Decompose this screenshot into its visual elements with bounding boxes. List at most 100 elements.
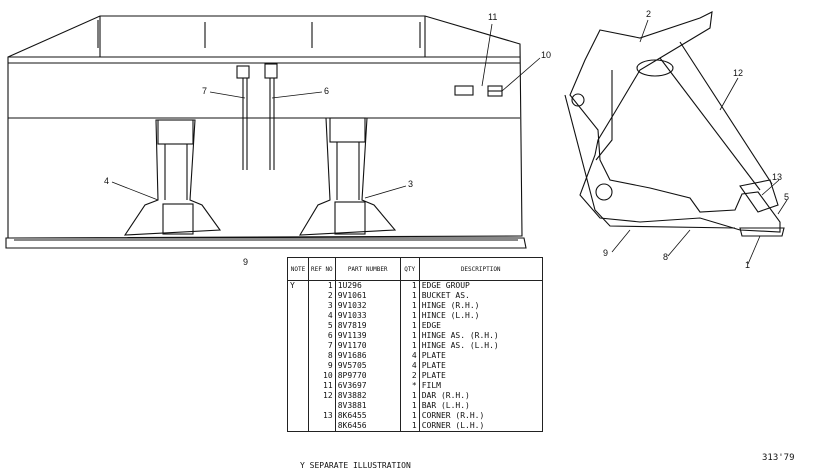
cell-desc: BUCKET AS. <box>418 291 543 301</box>
table-header-row: NOTE REF NO PART NUMBER QTY DESCRIPTION <box>287 257 543 281</box>
cell-ref: 10 <box>308 371 336 381</box>
cell-ref: 2 <box>308 291 336 301</box>
callout-12: 12 <box>733 68 743 78</box>
cell-note <box>287 291 309 301</box>
callout-2: 2 <box>646 9 651 19</box>
cell-desc: CORNER (L.H.) <box>418 421 543 432</box>
cell-part: 6V3697 <box>334 381 401 391</box>
callout-11: 11 <box>488 12 497 22</box>
cell-desc: HINCE (L.H.) <box>418 311 543 321</box>
cell-note <box>287 411 309 421</box>
cell-part: 9V1139 <box>334 331 401 341</box>
cell-qty: 1 <box>399 301 420 311</box>
cell-qty: 1 <box>399 311 420 321</box>
cell-ref: 8 <box>308 351 336 361</box>
cell-ref: 9 <box>308 361 336 371</box>
cell-note <box>287 401 309 411</box>
footnote: Y SEPARATE ILLUSTRATION <box>300 461 411 470</box>
cell-desc: HINGE AS. (R.H.) <box>418 331 543 341</box>
callout-7: 7 <box>202 86 207 96</box>
callout-8: 8 <box>663 252 668 262</box>
cell-part: 9V1170 <box>334 341 401 351</box>
cell-desc: BAR (L.H.) <box>418 401 543 411</box>
cell-note: Y <box>287 280 309 291</box>
cell-ref: 1 <box>308 280 336 291</box>
callout-4: 4 <box>104 176 109 186</box>
cell-part: 8V3882 <box>334 391 401 401</box>
cell-qty: 2 <box>399 371 420 381</box>
cell-note <box>287 391 309 401</box>
callout-1: 1 <box>745 260 750 270</box>
cell-qty: 1 <box>399 280 420 291</box>
cell-desc: EDGE <box>418 321 543 331</box>
cell-ref: 13 <box>308 411 336 421</box>
cell-desc: PLATE <box>418 371 543 381</box>
cell-part: 8K6456 <box>334 421 401 432</box>
cell-qty: 1 <box>399 331 420 341</box>
header-part-number: PART NUMBER <box>334 257 401 281</box>
cell-part: 9V1032 <box>334 301 401 311</box>
cell-qty: 1 <box>399 341 420 351</box>
callout-6: 6 <box>324 86 329 96</box>
drawing-number: 313'79 <box>762 453 795 463</box>
cell-qty: 1 <box>399 321 420 331</box>
cell-qty: 1 <box>399 421 420 432</box>
cell-ref: 7 <box>308 341 336 351</box>
cell-desc: EDGE GROUP <box>418 280 543 291</box>
cell-qty: 1 <box>399 401 420 411</box>
header-note: NOTE <box>287 257 309 281</box>
cell-note <box>287 341 309 351</box>
cell-part: 9V1686 <box>334 351 401 361</box>
cell-desc: PLATE <box>418 351 543 361</box>
cell-qty: 4 <box>399 351 420 361</box>
cell-ref: 3 <box>308 301 336 311</box>
cell-part: 8K6455 <box>334 411 401 421</box>
cell-qty: * <box>399 381 420 391</box>
header-description: DESCRIPTION <box>418 257 543 281</box>
cell-part: 8V3881 <box>334 401 401 411</box>
cell-note <box>287 311 309 321</box>
cell-ref: 6 <box>308 331 336 341</box>
cell-desc: FILM <box>418 381 543 391</box>
bucket-front-view <box>5 15 527 249</box>
header-qty: QTY <box>399 257 420 281</box>
cell-part: 9V5705 <box>334 361 401 371</box>
cell-ref: 5 <box>308 321 336 331</box>
cell-qty: 4 <box>399 361 420 371</box>
cell-ref: 11 <box>308 381 336 391</box>
cell-part: 9V1033 <box>334 311 401 321</box>
cell-part: 8V7819 <box>334 321 401 331</box>
cell-qty: 1 <box>399 391 420 401</box>
cell-note <box>287 361 309 371</box>
cell-note <box>287 371 309 381</box>
cell-note <box>287 331 309 341</box>
cell-note <box>287 301 309 311</box>
cell-part: 1U296 <box>334 280 401 291</box>
parts-list-table: NOTE REF NO PART NUMBER QTY DESCRIPTION … <box>287 257 543 432</box>
cell-ref: 4 <box>308 311 336 321</box>
cell-desc: HINGE (R.H.) <box>418 301 543 311</box>
bucket-side-view <box>564 11 785 237</box>
callout-leaders <box>111 19 788 265</box>
cell-note <box>287 381 309 391</box>
cell-ref <box>308 421 336 432</box>
cell-part: 9V1061 <box>334 291 401 301</box>
callout-3: 3 <box>408 179 413 189</box>
cell-qty: 1 <box>399 291 420 301</box>
